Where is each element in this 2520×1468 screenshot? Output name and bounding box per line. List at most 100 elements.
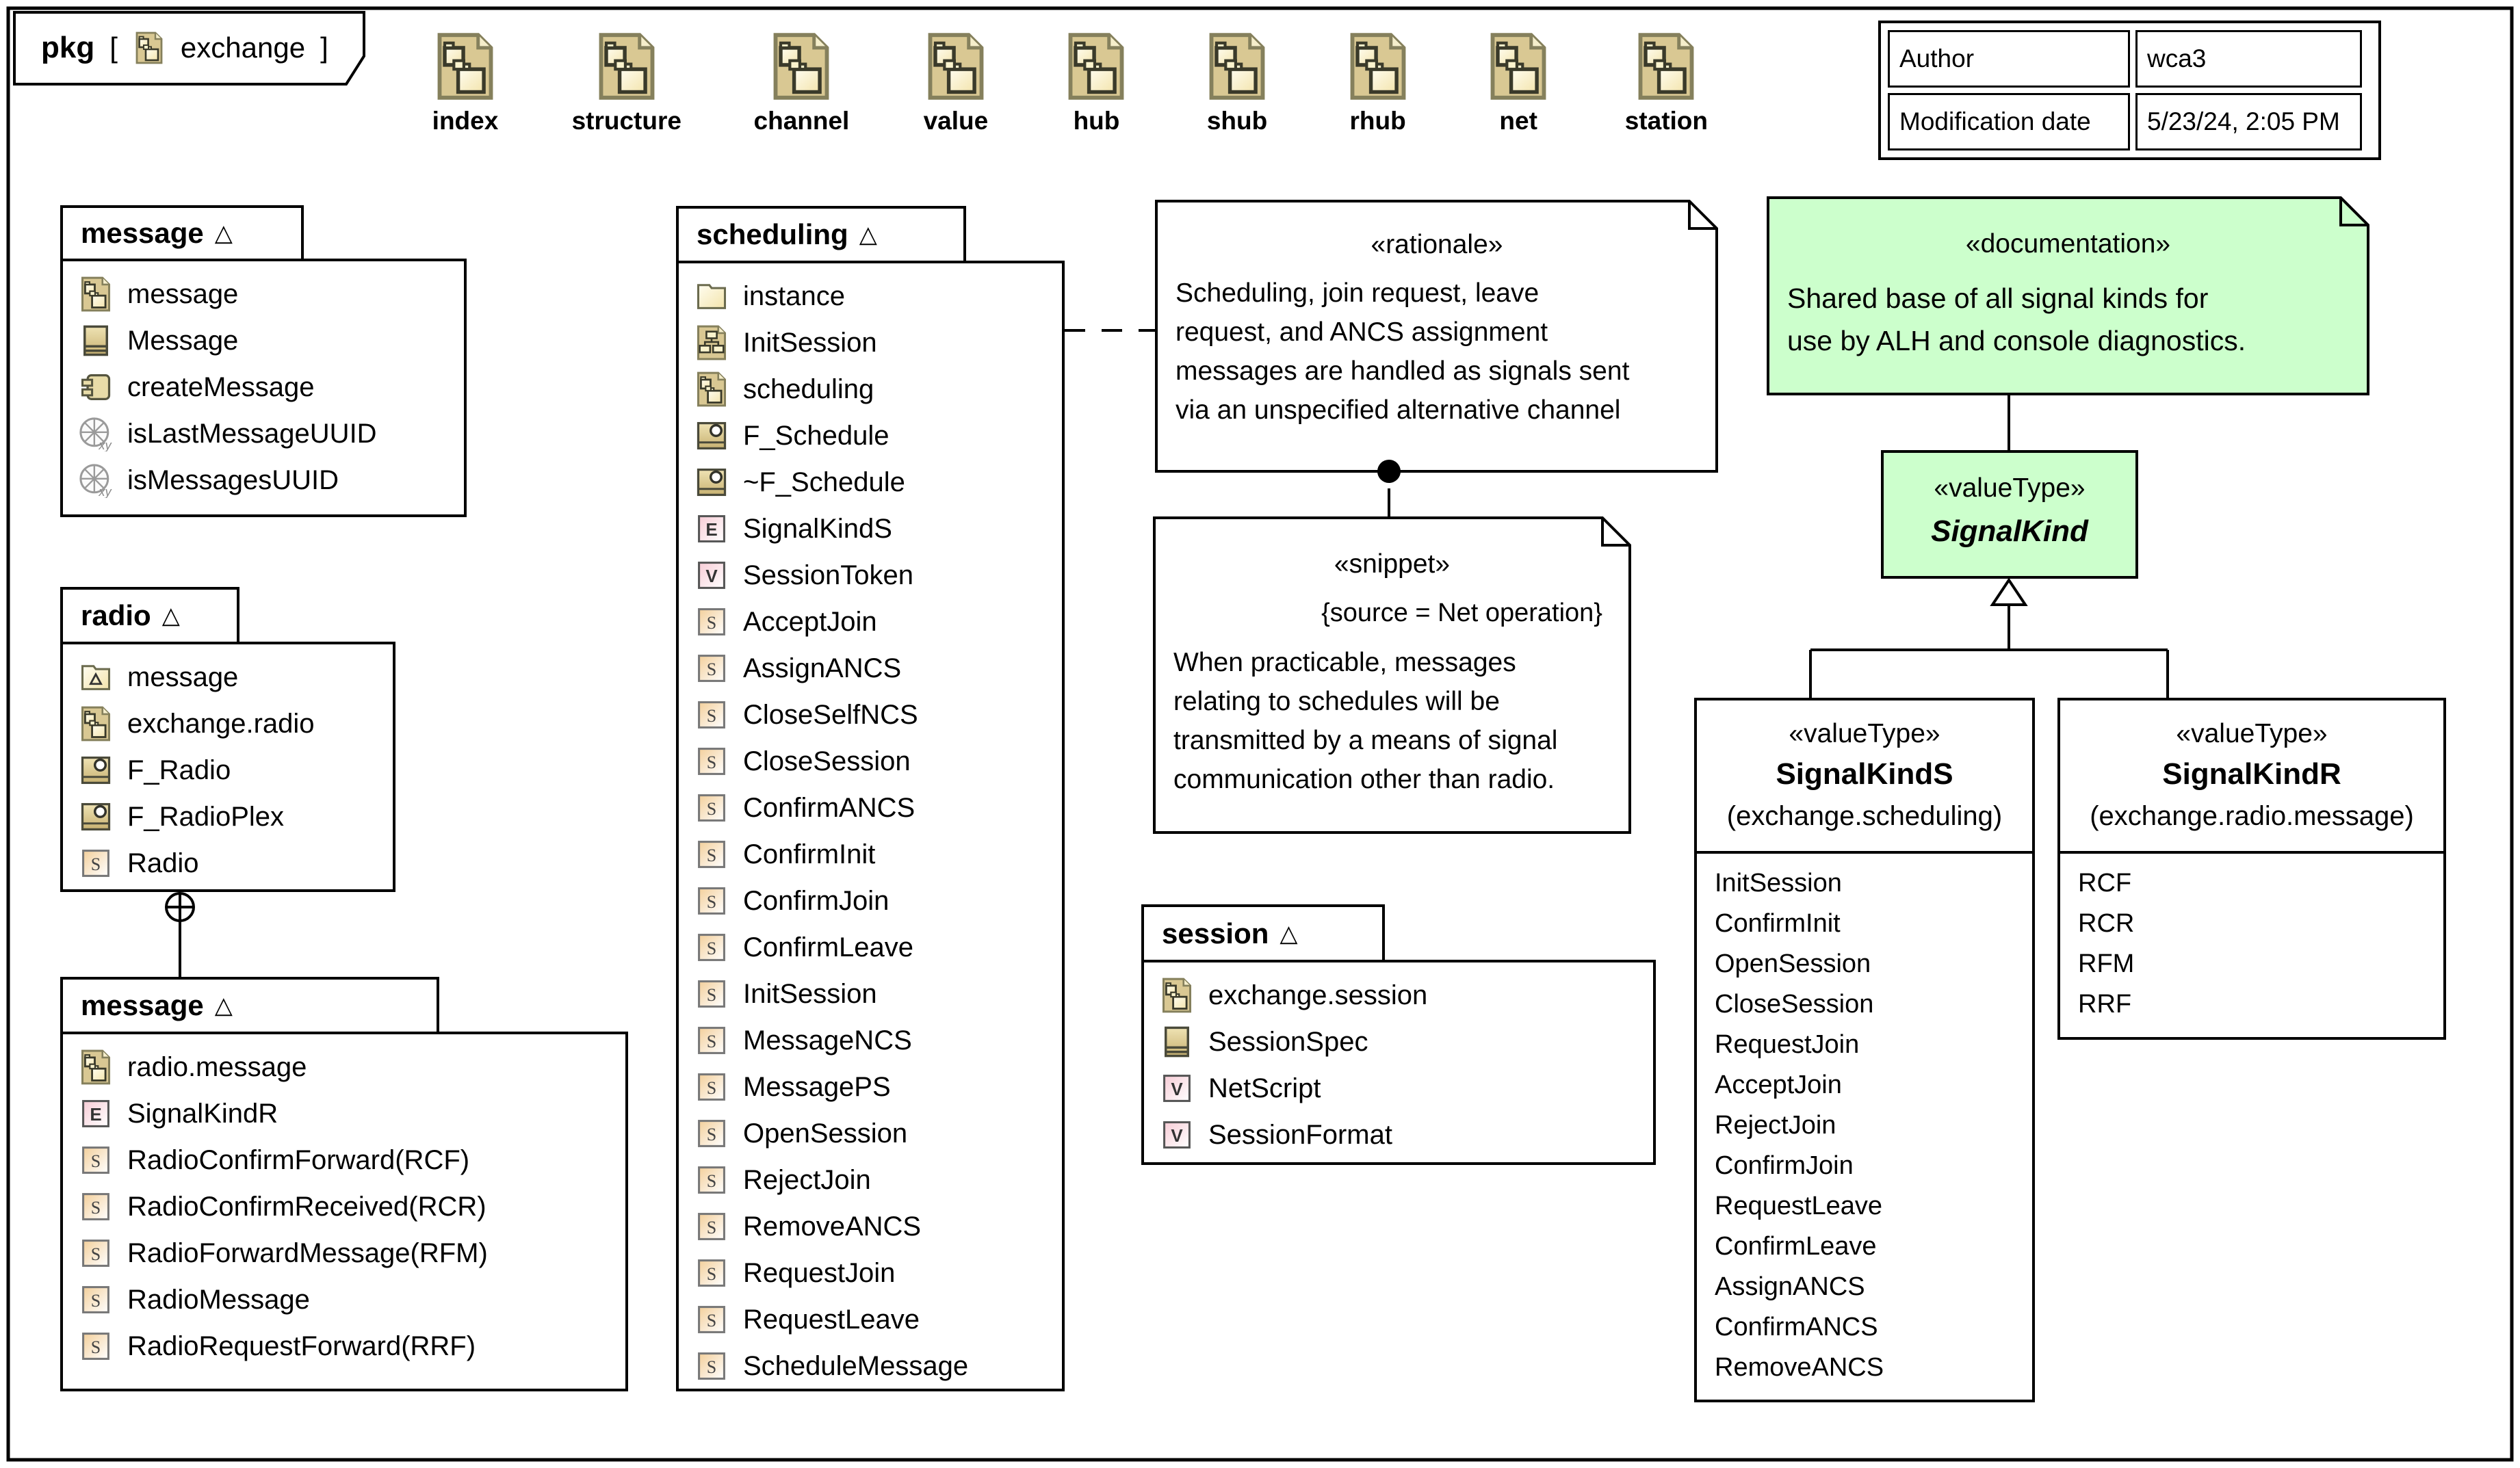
- package-member-row[interactable]: AcceptJoin: [679, 599, 1062, 645]
- collapse-triangle-icon[interactable]: △: [214, 220, 233, 246]
- package-body-message-bottom[interactable]: radio.message SignalKindR RadioConfirmFo…: [60, 1032, 628, 1391]
- package-member-row[interactable]: Message: [63, 317, 464, 364]
- package-member-row[interactable]: RemoveANCS: [679, 1203, 1062, 1250]
- package-member-row[interactable]: RadioMessage: [63, 1276, 625, 1323]
- package-body-message-top[interactable]: message Message createMessage isLastMess…: [60, 259, 467, 517]
- package-member-row[interactable]: exchange.session: [1144, 972, 1653, 1019]
- signal-icon: [694, 976, 729, 1012]
- package-shortcut[interactable]: value: [922, 27, 990, 135]
- package-member-row[interactable]: CloseSession: [679, 738, 1062, 785]
- package-member-row[interactable]: ScheduleMessage: [679, 1343, 1062, 1389]
- package-member-row[interactable]: MessagePS: [679, 1064, 1062, 1110]
- collapse-triangle-icon[interactable]: △: [859, 222, 877, 248]
- package-shortcut[interactable]: index: [431, 27, 499, 135]
- package-member-row[interactable]: scheduling: [679, 366, 1062, 412]
- package-member-row[interactable]: InitSession: [679, 319, 1062, 366]
- member-label: SignalKindS: [743, 513, 892, 544]
- package-member-row[interactable]: SessionFormat: [1144, 1112, 1653, 1158]
- package-member-row[interactable]: OpenSession: [679, 1110, 1062, 1157]
- package-body-session[interactable]: exchange.session SessionSpec NetScript S…: [1141, 960, 1656, 1165]
- package-shortcut[interactable]: station: [1625, 27, 1708, 135]
- package-member-row[interactable]: SignalKindR: [63, 1090, 625, 1137]
- package-member-row[interactable]: isLastMessageUUID: [63, 410, 464, 457]
- collapse-triangle-icon[interactable]: △: [1280, 920, 1298, 947]
- package-member-row[interactable]: exchange.radio: [63, 700, 393, 747]
- valuetype-name: SignalKindR: [2162, 757, 2341, 791]
- package-tab-scheduling[interactable]: scheduling △: [676, 206, 966, 263]
- package-tab-message-top[interactable]: message △: [60, 205, 304, 261]
- package-shortcut[interactable]: channel: [754, 27, 849, 135]
- anchor-rationale-snippet[interactable]: [1377, 460, 1401, 518]
- package-member-row[interactable]: Radio: [63, 840, 393, 887]
- package-member-row[interactable]: AssignANCS: [679, 645, 1062, 692]
- package-member-row[interactable]: ConfirmLeave: [679, 924, 1062, 971]
- package-member-row[interactable]: ConfirmANCS: [679, 785, 1062, 831]
- valuetype-signalkindr[interactable]: «valueType» SignalKindR (exchange.radio.…: [2057, 698, 2446, 1040]
- stereotype: «documentation»: [1965, 229, 2171, 259]
- package-shortcut-label: structure: [571, 107, 681, 135]
- package-shortcut[interactable]: net: [1484, 27, 1553, 135]
- package-member-row[interactable]: CloseSelfNCS: [679, 692, 1062, 738]
- snippet-note[interactable]: «snippet» {source = Net operation} When …: [1154, 518, 1630, 833]
- package-member-row[interactable]: ~F_Schedule: [679, 459, 1062, 506]
- signal-icon: [694, 1302, 729, 1337]
- package-member-row[interactable]: SignalKindS: [679, 506, 1062, 552]
- enumeration-literal: OpenSession: [1715, 949, 1871, 978]
- collapse-triangle-icon[interactable]: △: [161, 603, 180, 629]
- valuetype-signalkind[interactable]: «valueType» SignalKind: [1881, 450, 2138, 579]
- member-label: RequestLeave: [743, 1304, 920, 1335]
- signal-icon: [694, 744, 729, 779]
- package-tab-radio[interactable]: radio △: [60, 587, 239, 644]
- expression-icon: [78, 462, 114, 498]
- package-icon: [694, 371, 729, 407]
- package-member-row[interactable]: instance: [679, 273, 1062, 319]
- diagram-header[interactable]: pkg [ exchange ]: [23, 15, 352, 81]
- package-member-row[interactable]: MessageNCS: [679, 1017, 1062, 1064]
- package-member-row[interactable]: isMessagesUUID: [63, 457, 464, 503]
- generalization-tree[interactable]: [1809, 577, 2169, 698]
- package-member-row[interactable]: message: [63, 654, 393, 700]
- package-tab-session[interactable]: session △: [1141, 904, 1385, 962]
- package-member-row[interactable]: F_RadioPlex: [63, 794, 393, 840]
- enumeration-literal: RCR: [2078, 909, 2135, 938]
- package-member-row[interactable]: RequestJoin: [679, 1250, 1062, 1296]
- package-member-row[interactable]: RadioConfirmReceived(RCR): [63, 1183, 625, 1230]
- package-member-row[interactable]: InitSession: [679, 971, 1062, 1017]
- package-member-row[interactable]: message: [63, 271, 464, 317]
- enumeration-icon: [694, 511, 729, 547]
- package-shortcut[interactable]: shub: [1203, 27, 1271, 135]
- package-member-row[interactable]: SessionSpec: [1144, 1019, 1653, 1065]
- package-member-row[interactable]: RadioRequestForward(RRF): [63, 1323, 625, 1369]
- package-member-row[interactable]: RejectJoin: [679, 1157, 1062, 1203]
- package-body-radio[interactable]: message exchange.radio F_Radio F_RadioPl…: [60, 642, 395, 892]
- package-member-row[interactable]: RadioConfirmForward(RCF): [63, 1137, 625, 1183]
- member-label: RadioForwardMessage(RFM): [127, 1237, 488, 1268]
- valuetype-signalkinds[interactable]: «valueType» SignalKindS (exchange.schedu…: [1694, 698, 2035, 1402]
- package-member-row[interactable]: createMessage: [63, 364, 464, 410]
- package-icon: [1062, 27, 1130, 105]
- package-shortcut[interactable]: hub: [1062, 27, 1130, 135]
- documentation-note[interactable]: «documentation» Shared base of all signa…: [1768, 198, 2368, 394]
- package-member-row[interactable]: F_Schedule: [679, 412, 1062, 459]
- package-body-scheduling[interactable]: instance InitSession scheduling F_Schedu…: [676, 261, 1065, 1391]
- package-member-row[interactable]: RadioForwardMessage(RFM): [63, 1230, 625, 1276]
- package-member-row[interactable]: radio.message: [63, 1044, 625, 1090]
- package-shortcut-label: rhub: [1349, 107, 1406, 135]
- package-member-row[interactable]: SessionToken: [679, 552, 1062, 599]
- package-shortcut[interactable]: structure: [572, 27, 681, 135]
- signal-icon: [694, 1069, 729, 1105]
- package-member-row[interactable]: ConfirmJoin: [679, 878, 1062, 924]
- package-member-row[interactable]: RequestLeave: [679, 1296, 1062, 1343]
- member-label: exchange.radio: [127, 708, 315, 739]
- rationale-note[interactable]: «rationale» Scheduling, join request, le…: [1156, 201, 1717, 471]
- package-member-row[interactable]: ConfirmInit: [679, 831, 1062, 878]
- package-member-row[interactable]: F_Radio: [63, 747, 393, 794]
- package-icon: [593, 27, 661, 105]
- diagram-info-table[interactable]: Author wca3 Modification date 5/23/24, 2…: [1878, 21, 2381, 160]
- containment-radio-message[interactable]: [165, 892, 195, 978]
- package-member-row[interactable]: NetScript: [1144, 1065, 1653, 1112]
- enumeration-literal: ConfirmJoin: [1715, 1151, 1854, 1180]
- collapse-triangle-icon[interactable]: △: [214, 993, 233, 1019]
- package-shortcut[interactable]: rhub: [1344, 27, 1412, 135]
- package-tab-message-bottom[interactable]: message △: [60, 977, 439, 1034]
